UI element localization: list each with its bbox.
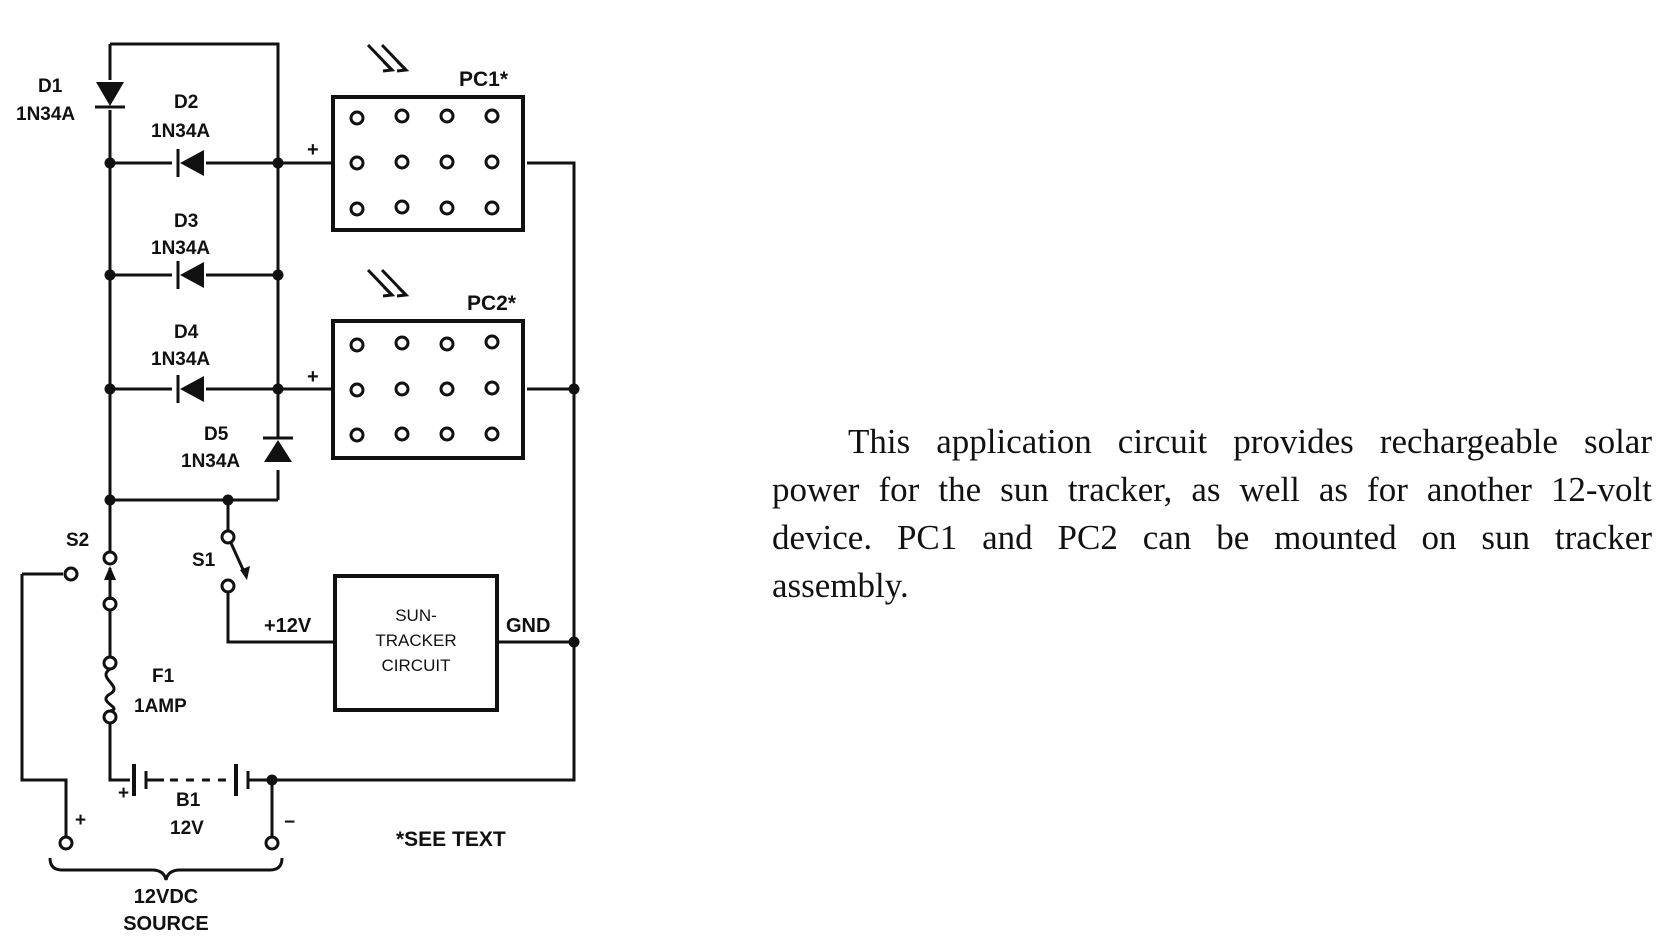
sun-tracker-circuit-block <box>333 574 499 712</box>
d3-part-label: 1N34A <box>151 238 210 259</box>
d1-name-label: D1 <box>38 76 63 97</box>
d1-part-label: 1N34A <box>16 104 75 125</box>
d2-name-label: D2 <box>174 92 198 113</box>
wires <box>20 42 576 812</box>
d5-part-label: 1N34A <box>181 451 240 472</box>
switch-s1 <box>220 529 250 594</box>
see-text-note: *SEE TEXT <box>396 828 506 851</box>
battery-plus-label: + <box>118 783 129 804</box>
f1-name-label: F1 <box>152 666 175 687</box>
source-label-line1: 12VDC <box>134 886 198 908</box>
pc2-plus-label: + <box>307 366 319 388</box>
caption-paragraph: This application circuit provides rechar… <box>772 422 1652 605</box>
source-terminals <box>58 808 280 851</box>
diode-d5 <box>263 410 293 462</box>
source-minus-label: − <box>284 812 295 833</box>
diode-d4 <box>176 375 204 403</box>
source-brace <box>48 857 284 881</box>
fuse-f1 <box>102 655 118 725</box>
d4-name-label: D4 <box>174 322 199 343</box>
solar-panel-pc2 <box>331 319 525 460</box>
block-line2: TRACKER <box>375 631 456 650</box>
diode-d1 <box>95 82 125 109</box>
light-arrows-pc1 <box>366 43 410 73</box>
switch-s2 <box>63 550 118 612</box>
block-line1: SUN- <box>395 606 437 625</box>
b1-voltage-label: 12V <box>170 818 204 839</box>
s2-label: S2 <box>66 530 89 551</box>
v12-label: +12V <box>264 615 312 637</box>
solar-cells-pc1 <box>349 108 500 217</box>
f1-rating-label: 1AMP <box>134 696 187 717</box>
diode-d2 <box>176 149 204 177</box>
source-label-line2: SOURCE <box>123 913 209 935</box>
labels: D1 1N34A D2 1N34A D3 1N34A D4 1N34A D5 1… <box>16 68 550 935</box>
d2-part-label: 1N34A <box>151 121 210 142</box>
light-arrows-pc2 <box>366 268 410 298</box>
block-line3: CIRCUIT <box>382 656 451 675</box>
pc1-plus-label: + <box>307 139 319 161</box>
diode-d3 <box>176 261 204 289</box>
source-plus-label: + <box>75 810 86 831</box>
b1-name-label: B1 <box>176 790 201 811</box>
d3-name-label: D3 <box>174 211 198 232</box>
pc2-label: PC2* <box>467 292 517 315</box>
junction-dots <box>104 157 580 786</box>
solar-panel-pc1 <box>331 95 525 232</box>
solar-cells-pc2 <box>349 334 500 443</box>
pc1-label: PC1* <box>459 68 509 91</box>
d5-name-label: D5 <box>204 424 229 445</box>
gnd-label: GND <box>506 615 550 637</box>
s1-label: S1 <box>192 550 216 571</box>
battery-b1 <box>132 764 272 796</box>
d4-part-label: 1N34A <box>151 349 210 370</box>
